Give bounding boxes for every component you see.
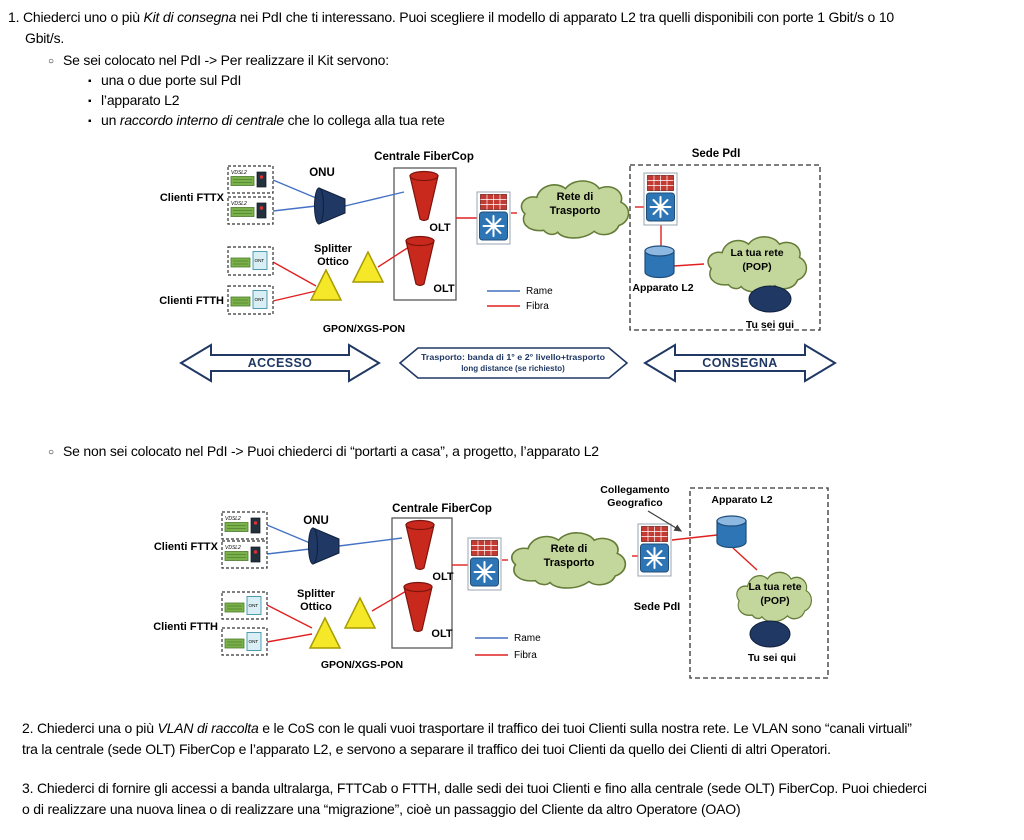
label-sede-pdi: Sede PdI [634, 601, 680, 613]
label-rete-1: Rete di [551, 543, 588, 555]
label-tua-rete-2: (POP) [742, 261, 771, 273]
item-3-line2: o di realizzare una nuova linea o di rea… [22, 801, 741, 817]
consegna-arrow [643, 343, 837, 383]
label-sede-pdi: Sede PdI [692, 148, 741, 160]
label-accesso: ACCESSO [248, 356, 313, 370]
item-1-line2: Gbit/s. [25, 30, 65, 46]
item-2-paragraph: 2. Chiederci una o più VLAN di raccolta … [22, 718, 912, 760]
legend-fibra: Fibra [514, 650, 537, 661]
label-splitter-1: Splitter [297, 588, 336, 600]
item-3-line1: 3. Chiederci di fornire gli accessi a ba… [22, 780, 927, 796]
label-rete-2: Trasporto [544, 557, 595, 569]
collegamento-arrow-line [647, 510, 683, 532]
item-1-text: 1. Chiederci uno o più [8, 9, 144, 25]
label-centrale-fibercop: Centrale FiberCop [392, 503, 492, 515]
label-gpon: GPON/XGS-PON [323, 323, 405, 335]
label-rete-1: Rete di [557, 191, 594, 203]
item-2-vlan-di-raccolta: VLAN di raccolta [157, 720, 259, 736]
legend-rame: Rame [514, 633, 541, 644]
label-tu-sei-qui: Tu sei qui [746, 319, 794, 331]
pdi-switch-icon [637, 523, 672, 577]
label-splitter-1: Splitter [314, 243, 353, 255]
square-bullet-icon: ▪ [88, 76, 92, 87]
bullet-non-colocato: ○ Se non sei colocato nel PdI -> Puoi chi… [48, 441, 599, 463]
diagram-non-colocato: Collegamento Geografico Apparato L2 Cent… [153, 484, 829, 679]
bullet-colocato: ○ Se sei colocato nel PdI -> Per realizza… [48, 50, 389, 72]
edge-switch-icon [467, 537, 502, 591]
label-trasporto-1: Trasporto: banda di 1° e 2° livello+tras… [421, 353, 605, 362]
apparato-remoto-box [689, 487, 829, 679]
copper-lines [272, 179, 405, 212]
label-olt-top: OLT [432, 571, 453, 583]
label-olt-top: OLT [429, 222, 450, 234]
bullet-colocato-text: Se sei colocato nel PdI -> Per realizzar… [63, 52, 389, 68]
apparato-l2-cylinder-icon [716, 515, 747, 549]
onu-funnel-icon [308, 527, 340, 565]
item-1-paragraph: 1. Chiederci uno o più Kit di consegna n… [8, 7, 894, 49]
label-centrale-fibercop: Centrale FiberCop [374, 151, 474, 163]
label-gpon: GPON/XGS-PON [321, 659, 403, 671]
bullet-raccordo-pre: un [101, 112, 120, 128]
label-clienti-fttx: Clienti FTTX [160, 192, 225, 204]
label-consegna: CONSEGNA [702, 356, 777, 370]
square-bullet-icon: ▪ [88, 96, 92, 107]
square-bullet-icon: ▪ [88, 116, 92, 127]
item-1-kit-di-consegna: Kit di consegna [143, 9, 237, 25]
bullet-raccordo-em: raccordo interno di centrale [119, 112, 284, 128]
label-tu-sei-qui: Tu sei qui [748, 652, 796, 664]
onu-funnel-icon [314, 187, 346, 225]
accesso-arrow [179, 343, 381, 383]
fiber-lines [266, 534, 758, 643]
circle-bullet-icon: ○ [48, 447, 54, 458]
circle-bullet-icon: ○ [48, 56, 54, 67]
label-splitter-2: Ottico [300, 601, 332, 613]
label-trasporto-2: long distance (se richiesto) [461, 364, 565, 373]
item-2-text-cont: e le CoS con le quali vuoi trasportare i… [258, 720, 912, 736]
pdi-switch-icon [643, 172, 678, 226]
copper-lines [266, 524, 403, 555]
sede-pdi-box [629, 164, 821, 331]
label-apparato-l2: Apparato L2 [711, 494, 772, 506]
legend: Rame Fibra [487, 286, 553, 312]
fiber-lines [272, 206, 705, 302]
legend-fibra: Fibra [526, 301, 549, 312]
label-onu: ONU [309, 167, 335, 179]
item-3-paragraph: 3. Chiederci di fornire gli accessi a ba… [22, 778, 927, 820]
legend: Rame Fibra [475, 633, 541, 661]
bullet-non-colocato-text: Se non sei colocato nel PdI -> Puoi chie… [63, 443, 599, 459]
label-splitter-2: Ottico [317, 256, 349, 268]
trasporto-banner [398, 347, 629, 379]
legend-rame: Rame [526, 286, 553, 297]
label-onu: ONU [303, 515, 329, 527]
label-apparato-l2: Apparato L2 [632, 282, 693, 294]
label-tua-rete-2: (POP) [760, 595, 789, 607]
label-olt-bottom: OLT [433, 283, 454, 295]
pop-ellipse-icon [749, 620, 791, 648]
bullet-raccordo: ▪ un raccordo interno di centrale che lo … [88, 110, 445, 132]
item-2-text: 2. Chiederci una o più [22, 720, 158, 736]
bullet-raccordo-post: che lo collega alla tua rete [283, 112, 445, 128]
item-2-line2: tra la centrale (sede OLT) FiberCop e l’… [22, 741, 831, 757]
label-rete-2: Trasporto [550, 205, 601, 217]
bullet-porte: ▪ una o due porte sul PdI [88, 70, 241, 92]
diagram-colocato: Centrale FiberCop Sede PdI ONU Clienti F… [159, 148, 837, 383]
splitter-triangle-icon [309, 617, 341, 649]
edge-switch-icon [476, 191, 511, 245]
label-collegamento-1: Collegamento [600, 484, 669, 496]
apparato-l2-cylinder-icon [644, 245, 675, 279]
bullet-apparato-text: l’apparato L2 [101, 92, 180, 108]
label-collegamento-2: Geografico [607, 497, 662, 509]
label-tua-rete-1: La tua rete [748, 581, 801, 593]
item-1-text-cont: nei PdI che ti interessano. Puoi sceglie… [236, 9, 894, 25]
pop-ellipse-icon [748, 285, 792, 313]
label-clienti-ftth: Clienti FTTH [159, 295, 224, 307]
bullet-apparato: ▪ l’apparato L2 [88, 90, 180, 112]
label-clienti-ftth: Clienti FTTH [153, 621, 218, 633]
label-clienti-fttx: Clienti FTTX [154, 541, 219, 553]
splitter-triangle-icon [344, 597, 376, 629]
bullet-porte-text: una o due porte sul PdI [101, 72, 242, 88]
label-olt-bottom: OLT [431, 628, 452, 640]
label-tua-rete-1: La tua rete [730, 247, 783, 259]
